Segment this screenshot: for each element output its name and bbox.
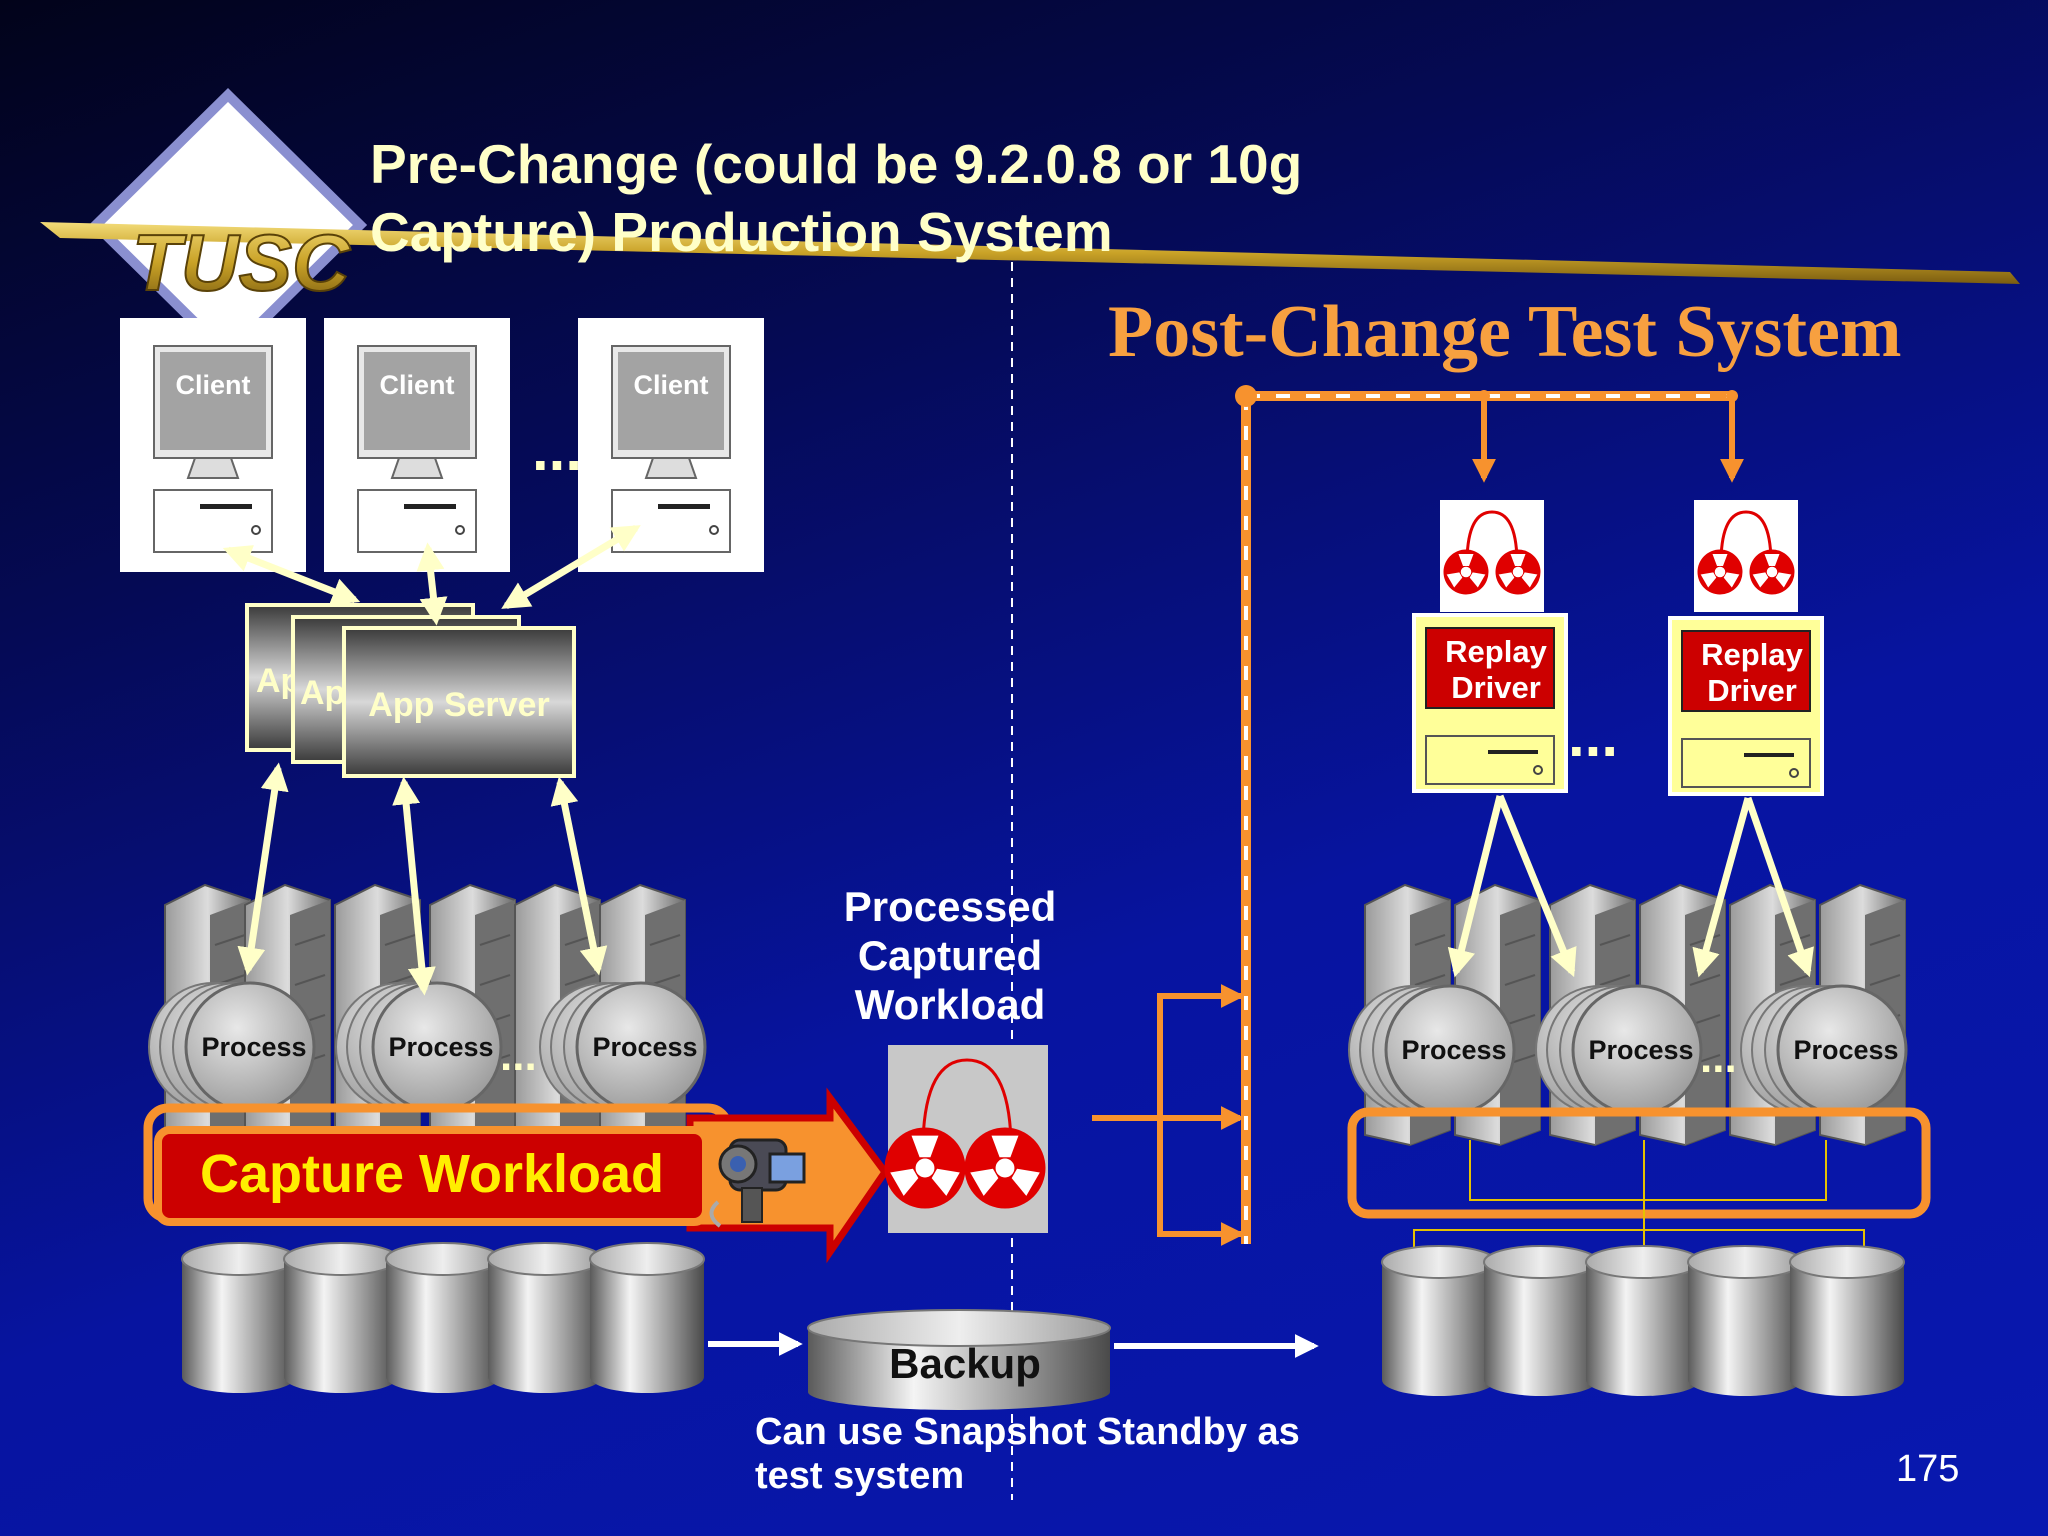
process-label: Process [1401, 1035, 1506, 1065]
client-label: Client [175, 370, 250, 400]
tusc-logo: TUSC [40, 87, 2020, 363]
capture-label: Capture Workload [200, 1144, 664, 1204]
test-process-ellipsis: ... [1700, 1033, 1737, 1082]
process-label: Process [1793, 1035, 1898, 1065]
slide-title-line-1: Pre-Change (could be 9.2.0.8 or 10g [370, 133, 1303, 195]
replay-label-1: Replay [1445, 634, 1547, 669]
post-change-title: Post-Change Test System [1108, 291, 1902, 373]
replay-label-1: Replay [1701, 637, 1803, 672]
title-rule [40, 222, 2020, 284]
client-computer-1: Client [120, 318, 306, 572]
process-ellipsis: ... [500, 1031, 537, 1080]
workload-feed-connector [1092, 385, 1744, 1246]
replay-driver-2: Replay Driver [1668, 500, 1824, 796]
clients-ellipsis: ... [532, 416, 582, 483]
client-computer-3: Client [578, 318, 764, 572]
test-process-2: Process [1535, 984, 1703, 1116]
app-server-label: App Server [368, 686, 549, 724]
client-label: Client [379, 370, 454, 400]
process-label: Process [388, 1032, 493, 1062]
client-app-arrows [222, 524, 641, 626]
capture-banner [154, 1126, 710, 1226]
replay-label-2: Driver [1707, 673, 1797, 708]
client-label: Client [633, 370, 708, 400]
processed-workload-label: Processed Captured Workload [843, 883, 1057, 1028]
backup-database: Backup [807, 1309, 1111, 1410]
page-number: 175 [1896, 1448, 1960, 1490]
logo-text: TUSC [132, 218, 351, 307]
process-label: Process [201, 1032, 306, 1062]
app-server-middle-label: Ap [300, 674, 345, 712]
production-process-1: Process [148, 981, 316, 1113]
production-process-2: Process [335, 981, 503, 1113]
replay-label-2: Driver [1451, 670, 1541, 705]
client-computer-2: Client [324, 318, 510, 572]
video-camera-icon [709, 1138, 806, 1228]
snapshot-note: Can use Snapshot Standby as test system [755, 1411, 1300, 1497]
process-label: Process [1588, 1035, 1693, 1065]
backup-arrows [708, 1332, 1319, 1358]
test-process-1: Process [1348, 984, 1516, 1116]
production-process-3: Process [539, 981, 707, 1113]
process-label: Process [592, 1032, 697, 1062]
backup-label: Backup [889, 1340, 1041, 1387]
test-system-frame [1347, 1107, 1931, 1219]
app-server-front [342, 626, 576, 778]
test-process-3: Process [1740, 984, 1908, 1116]
capture-workload: Capture Workload [143, 1087, 890, 1264]
replay-ellipsis: ... [1568, 702, 1618, 769]
replay-process-arrows [1447, 794, 1814, 978]
captured-workload-tape [884, 1045, 1048, 1233]
slide-title: Pre-Change (could be 9.2.0.8 or 10g Capt… [370, 130, 1470, 266]
test-storage [1381, 1245, 1905, 1396]
app-server-stack: Ap Ap App Server [245, 603, 576, 778]
slide-title-line-2: Capture) Production System [370, 201, 1113, 263]
production-storage [181, 1242, 705, 1393]
app-process-arrows [237, 762, 608, 996]
replay-driver-1: Replay Driver [1412, 500, 1568, 793]
